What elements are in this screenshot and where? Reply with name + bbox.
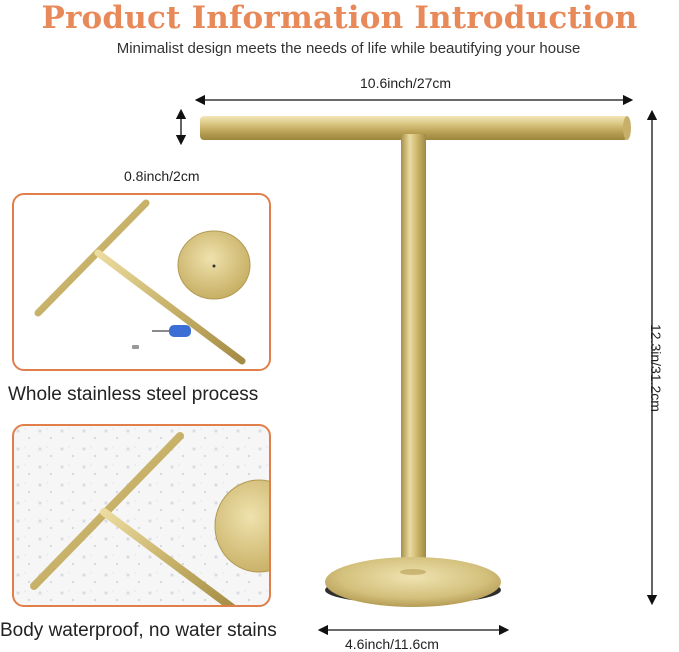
vertical-post (401, 134, 426, 574)
base-plate-icon (214, 479, 269, 573)
parts-illustration (34, 199, 251, 365)
caption-steel: Whole stainless steel process (8, 384, 259, 405)
thickness-label: 0.8inch/2cm (124, 168, 200, 184)
page-subtitle: Minimalist design meets the needs of lif… (116, 40, 581, 57)
caption-waterproof: Body waterproof, no water stains (0, 620, 277, 641)
screwdriver-handle (169, 325, 191, 337)
screw-icon (132, 345, 139, 349)
page-title: Product Information Introduction (41, 0, 638, 36)
parts-panel (12, 193, 271, 371)
waterproof-illustration (14, 426, 269, 605)
base-label: 4.6inch/11.6cm (345, 636, 439, 652)
width-label: 10.6inch/27cm (360, 75, 452, 91)
waterproof-panel (12, 424, 271, 607)
height-label: 12.3in/31.2cm (648, 324, 664, 412)
horizontal-bar (200, 116, 628, 140)
base-disc (325, 557, 501, 607)
